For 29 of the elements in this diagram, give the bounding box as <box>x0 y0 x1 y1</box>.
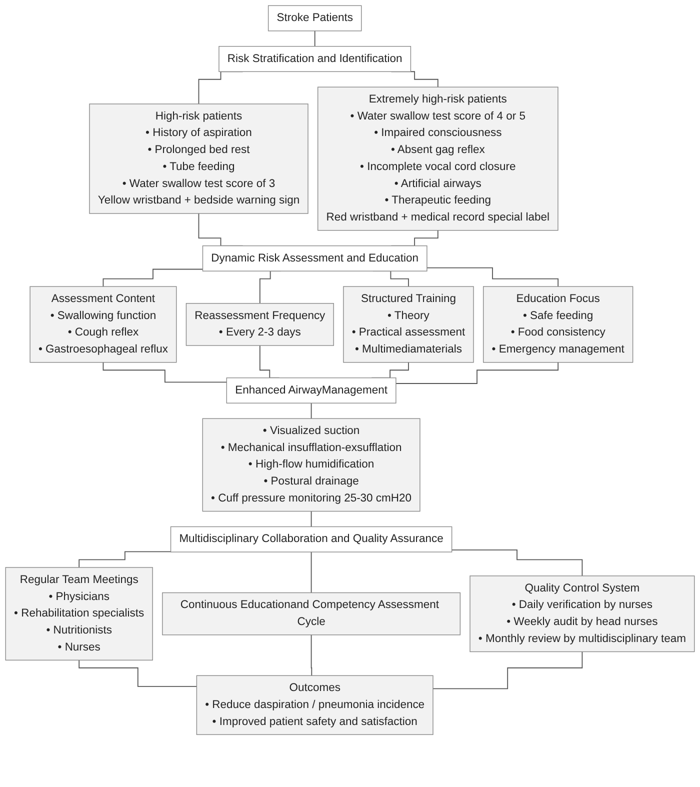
connector <box>78 551 172 568</box>
connector <box>432 651 583 690</box>
node-box: Outcomes • Reduce daspiration / pneumonia incidence • Improved patient safety and satisfaction <box>196 675 434 735</box>
node-box: Structured Training • Theory • Practical assessment • Multimediamaterials <box>343 286 474 363</box>
connector <box>451 549 583 576</box>
node-box: Education Focus • Safe feeding • Food consistency • Emergency management <box>483 286 634 363</box>
connector <box>102 268 204 287</box>
connector <box>78 660 198 687</box>
node-box: Risk Stratification and Identification <box>218 46 412 72</box>
connector <box>310 552 312 594</box>
node-box: Extremely high-risk patients • Water swallow test score of 4 or 5 • Impaired consciousness • Absent gag reflex • Incomplete vocal cord closure • Artificial airways • Therapeutic feeding Red wristband + medical record special label <box>317 86 558 231</box>
connector <box>310 634 312 676</box>
node-box: Assessment Content • Swallowing function • Cough reflex • Gastroesophageal reflux <box>30 286 177 363</box>
connector <box>310 402 312 420</box>
connector <box>395 362 559 384</box>
connector <box>314 30 316 47</box>
connector <box>310 510 312 528</box>
node-box: Continuous Educationand Competency Assessment Cycle <box>162 592 461 636</box>
node-box: Reassessment Frequency • Every 2-3 days <box>186 303 334 346</box>
connector <box>426 267 559 287</box>
node-box: Stroke Patients <box>268 5 362 32</box>
node-box: Multidisciplinary Collaboration and Quality Assurance <box>170 526 452 552</box>
node-box: • Visualized suction • Mechanical insufflation-exsufflation • High-flow humidification • Postural drainage • Cuff pressure monitoring 25-30 cmH20 <box>202 418 420 512</box>
node-box: High-risk patients • History of aspiration • Prolonged bed rest • Tube feeding • Water swallow test score of 3 Yellow wristband + bedside warning sign <box>89 104 308 214</box>
node-box: Enhanced AirwayManagement <box>226 377 396 404</box>
node-box: Quality Control System • Daily verification by nurses • Weekly audit by head nurses • Monthly review by multidisciplinary team <box>470 576 695 652</box>
connector <box>102 362 228 383</box>
node-box: Dynamic Risk Assessment and Education <box>202 245 428 272</box>
node-box: Regular Team Meetings • Physicians • Rehabilitation specialists • Nutritionists • Nurses <box>5 567 153 660</box>
